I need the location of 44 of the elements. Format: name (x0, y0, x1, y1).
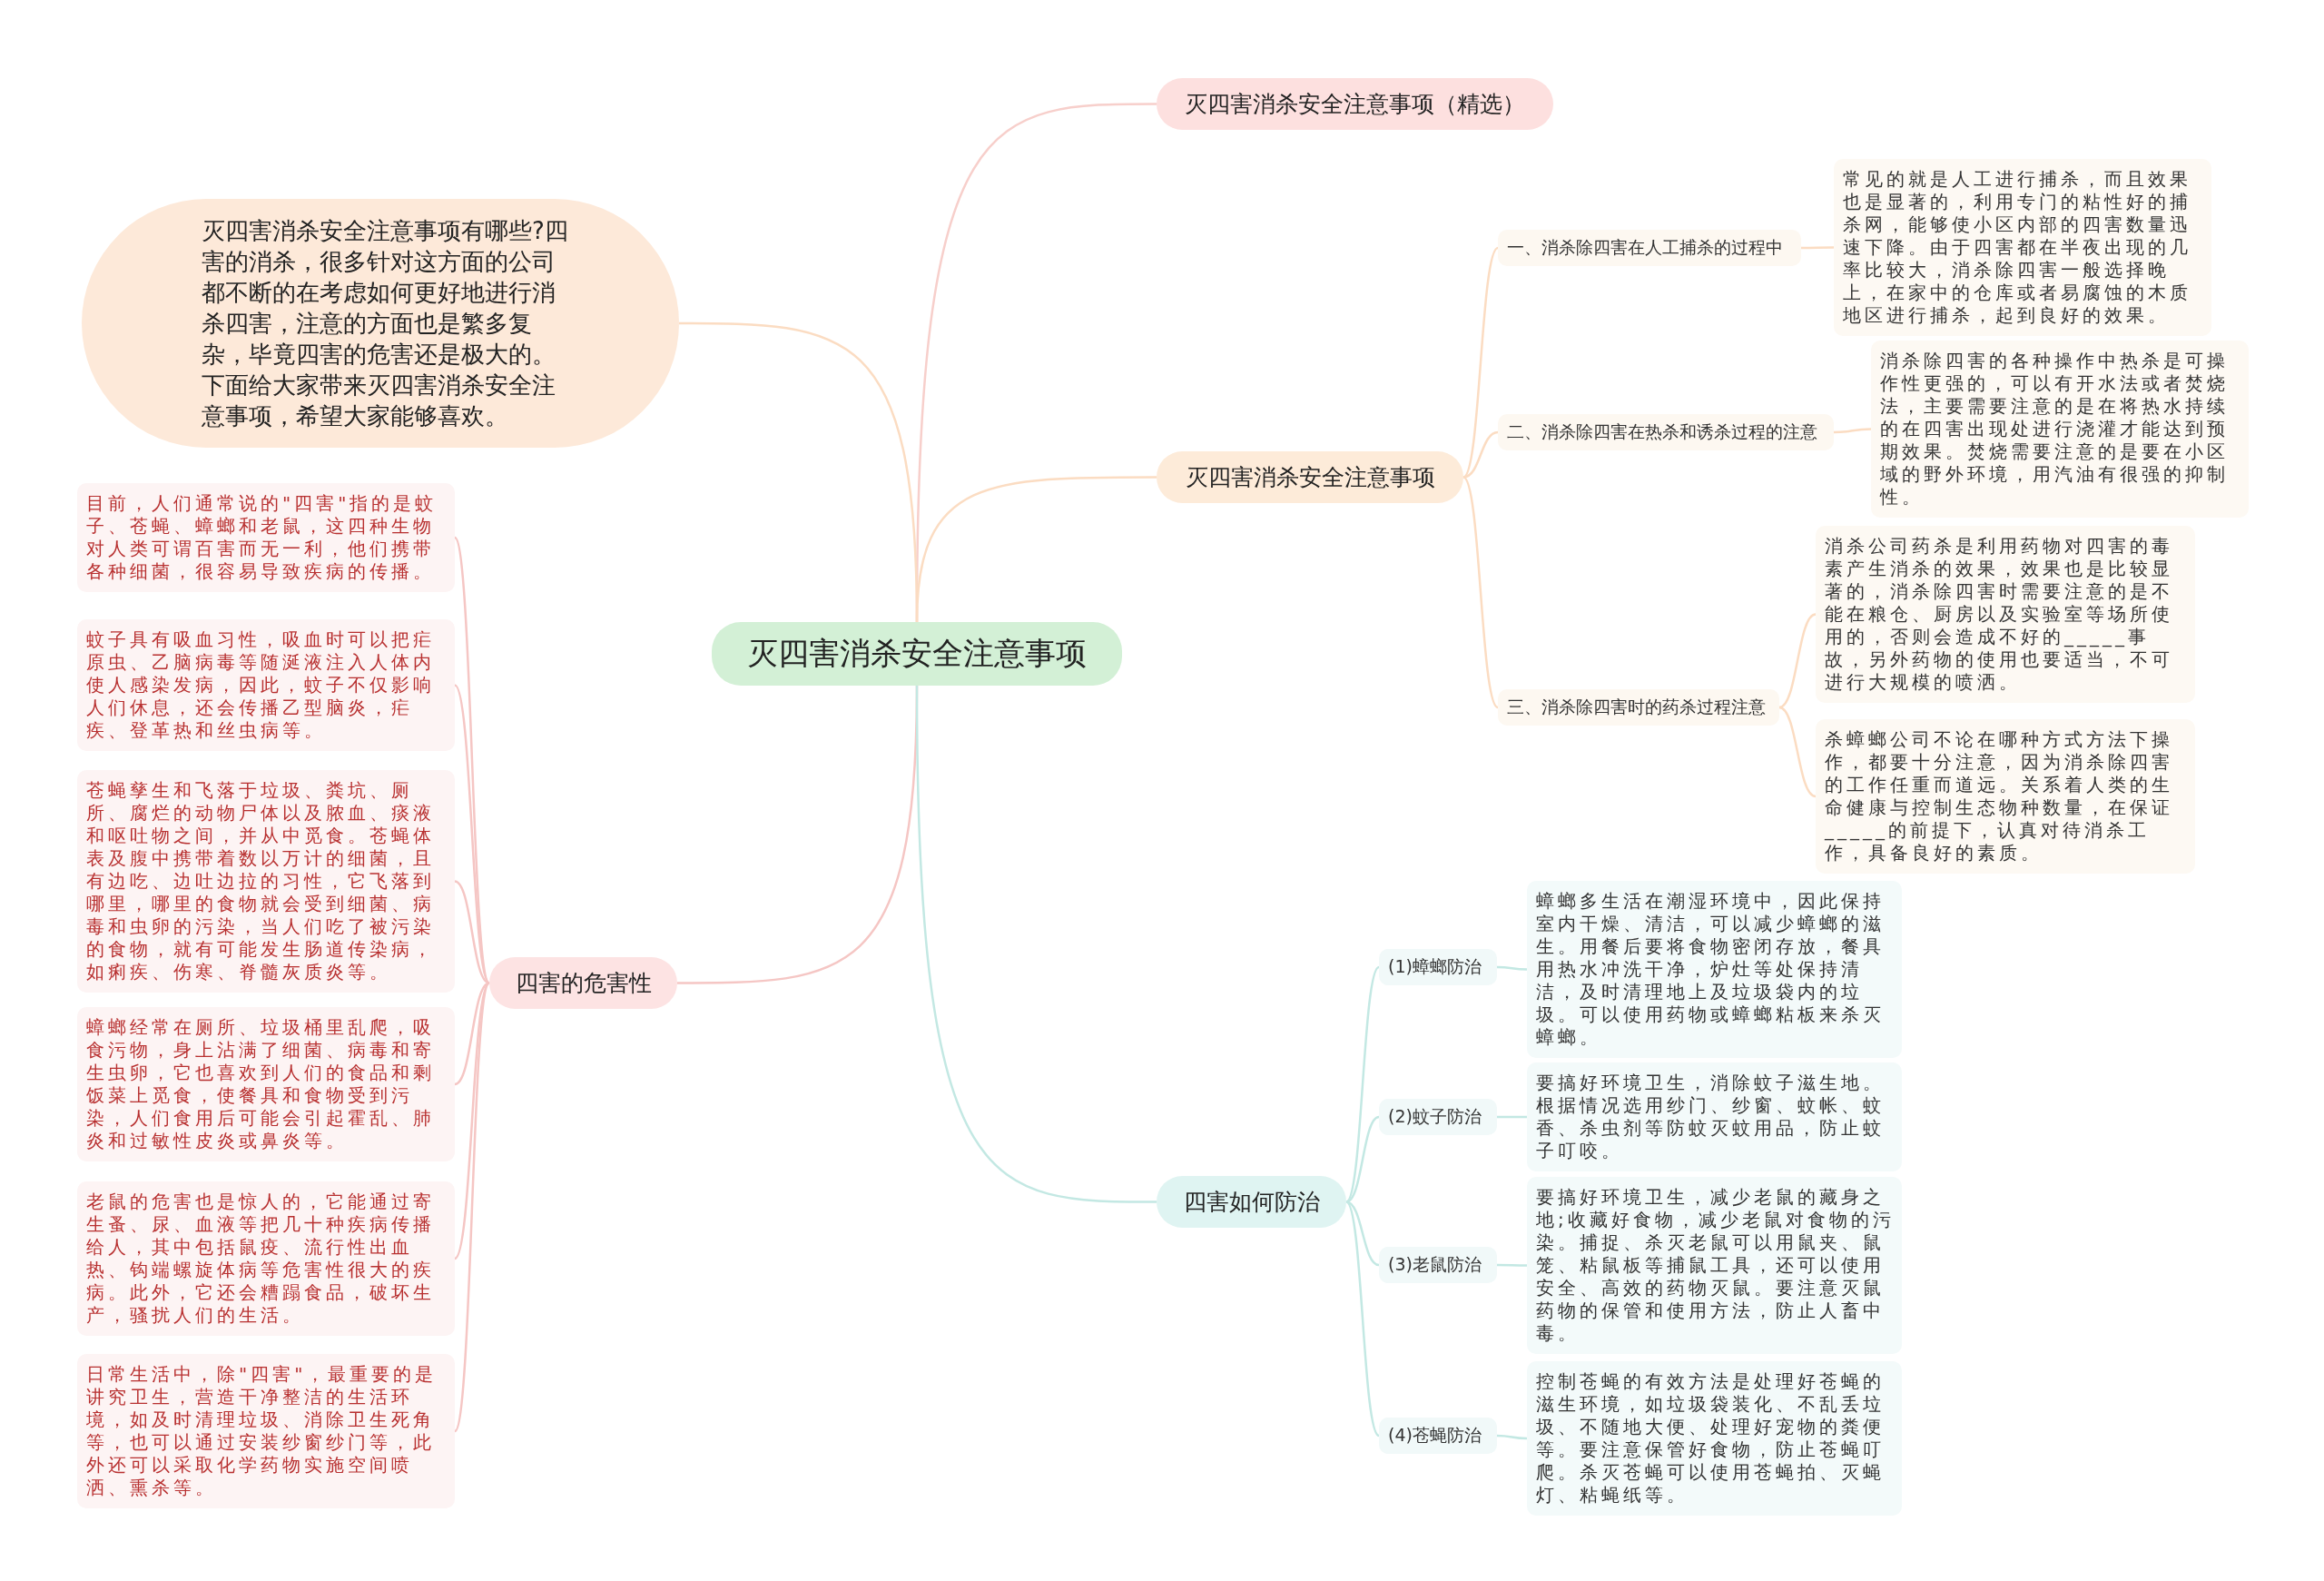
connector-line (1497, 1434, 1527, 1440)
topic-box: 四害的危害性 (489, 956, 677, 1009)
connector-line (1462, 430, 1499, 479)
note-box: 消杀除四害的各种操作中热杀是可操作性更强的，可以有开水法或者焚烧法，主要需要注意的是在将热水持续的在四害出现处进行浇灌才能达到预期效果。焚烧需要注意的是要在小区域的野外环境，用汽油有很强的抑制性。 (1871, 340, 2249, 518)
note-box: 要搞好环境卫生，减少老鼠的藏身之地;收藏好食物，减少老鼠对食物的污染。捕捉、杀灭老鼠可以用鼠夹、鼠笼、粘鼠板等捕鼠工具，还可以使用安全、高效的药物灭鼠。要注意灭鼠药物的保管和使用方法，防止人畜中毒。 (1527, 1176, 1902, 1354)
connector-line (1462, 247, 1499, 479)
subtopic-box: 三、消杀除四害时的药杀过程注意 (1498, 689, 1779, 726)
central-topic-box: 灭四害消杀安全注意事项 (712, 622, 1122, 686)
connector-line (1778, 613, 1817, 709)
note-box: 蟑螂经常在厕所、垃圾桶里乱爬，吸食污物，身上沾满了细菌、病毒和寄生虫卵，它也喜欢到人们的食品和剩饭菜上觅食，使餐具和食物受到污染，人们食用后可能会引起霍乱、肺炎和过敏性皮炎或鼻炎等。 (77, 1007, 455, 1161)
topic-box: 灭四害消杀安全注意事项（精选） (1157, 77, 1553, 130)
connector-line (915, 686, 1157, 1203)
connector-line (1345, 1115, 1380, 1203)
connector-line (1497, 965, 1527, 971)
note-box: 老鼠的危害也是惊人的，它能通过寄生蚤、尿、血液等把几十种疾病传播给人，其中包括鼠疫、流行性出血热、钩端螺旋体病等危害性很大的疾病。此外，它还会糟蹋食品，破坏生产，骚扰人们的生活。 (77, 1181, 455, 1336)
topic-box: 灭四害消杀安全注意事项 (1157, 450, 1463, 503)
note-box: 杀蟑螂公司不论在哪种方式方法下操作，都要十分注意，因为消杀除四害的工作任重而道远。关系着人类的生命健康与控制生态物种数量，在保证_____的前提下，认真对待消杀工作，具备良好的素质。 (1816, 719, 2195, 874)
connector-line (1497, 1115, 1527, 1119)
connector-line (1778, 706, 1817, 798)
connector-line (1345, 1201, 1380, 1437)
connector-line (1462, 476, 1499, 708)
note-box: 日常生活中，除"四害"，最重要的是讲究卫生，营造干净整洁的生活环境，如及时清理垃圾、消除卫生死角等，也可以通过安装纱窗纱门等，此外还可以采取化学药物实施空间喷洒、熏杀等。 (77, 1354, 455, 1508)
connector-line (915, 476, 1157, 623)
subtopic-box: (1)蟑螂防治 (1379, 949, 1497, 985)
note-box: 苍蝇孳生和飞落于垃圾、粪坑、厕所、腐烂的动物尸体以及脓血、痰液和呕吐物之间，并从中觅食。苍蝇体表及腹中携带着数以万计的细菌，且有边吃、边吐边拉的习性，它飞落到哪里，哪里的食物就会受到细菌、病毒和虫卵的污染，当人们吃了被污染的食物，就有可能发生肠道传染病，如痢疾、伤寒、脊髓灰质炎等。 (77, 769, 455, 993)
note-box: 常见的就是人工进行捕杀，而且效果也是显著的，利用专门的粘性好的捕杀网，能够使小区内部的四害数量迅速下降。由于四害都在半夜出现的几率比较大，消杀除四害一般选择晚上，在家中的仓库或者易腐蚀的木质地区进行捕杀，起到良好的效果。 (1834, 158, 2211, 336)
topic-box: 四害如何防治 (1157, 1175, 1346, 1228)
connector-line (1801, 246, 1834, 250)
intro-bubble: 灭四害消杀安全注意事项有哪些?四害的消杀，很多针对这方面的公司都不断的在考虑如何更好地进行消杀四害，注意的方面也是繁多复杂，毕竟四害的危害还是极大的。下面给大家带来灭四害消杀安全注意事项，希望大家能够喜欢。 (82, 199, 679, 448)
subtopic-box: 二、消杀除四害在热杀和诱杀过程的注意 (1498, 414, 1834, 450)
connector-line (1345, 966, 1380, 1203)
subtopic-box: 一、消杀除四害在人工捕杀的过程中 (1498, 230, 1801, 266)
subtopic-box: (2)蚊子防治 (1379, 1099, 1497, 1135)
note-box: 目前，人们通常说的"四害"指的是蚊子、苍蝇、蟑螂和老鼠，这四种生物对人类可谓百害而无一利，他们携带各种细菌，很容易导致疾病的传播。 (77, 483, 455, 592)
subtopic-box: (3)老鼠防治 (1379, 1247, 1497, 1283)
connector-line (1834, 428, 1871, 434)
connector-line (453, 983, 491, 1432)
note-box: 要搞好环境卫生，消除蚊子滋生地。根据情况选用纱门、纱窗、蚊帐、蚊香、杀虫剂等防蚊灭蚊用品，防止蚊子叮咬。 (1527, 1062, 1902, 1171)
note-box: 控制苍蝇的有效方法是处理好苍蝇的滋生环境，如垃圾袋装化、不乱丢垃圾、不随地大便、处理好宠物的粪便等。要注意保管好食物，防止苍蝇叮爬。杀灭苍蝇可以使用苍蝇拍、灭蝇灯、粘蝇纸等。 (1527, 1361, 1902, 1516)
note-box: 蟑螂多生活在潮湿环境中，因此保持室内干燥、清洁，可以减少蟑螂的滋生。用餐后要将食物密闭存放，餐具用热水冲洗干净，炉灶等处保持清洁，及时清理地上及垃圾袋内的垃圾。可以使用药物或蟑螂粘板来杀灭蟑螂。 (1527, 880, 1902, 1058)
connector-line (1497, 1263, 1527, 1267)
note-box: 消杀公司药杀是利用药物对四害的毒素产生消杀的效果，效果也是比较显著的，消杀除四害时需要注意的是不能在粮仓、厨房以及实验室等场所使用的，否则会造成不好的_____事故，另外药物的使用也要适当，不可进行大规模的喷洒。 (1816, 525, 2195, 703)
subtopic-box: (4)苍蝇防治 (1379, 1418, 1497, 1454)
note-box: 蚊子具有吸血习性，吸血时可以把疟原虫、乙脑病毒等随涎液注入人体内使人感染发病，因此，蚊子不仅影响人们休息，还会传播乙型脑炎，疟疾、登革热和丝虫病等。 (77, 618, 455, 751)
